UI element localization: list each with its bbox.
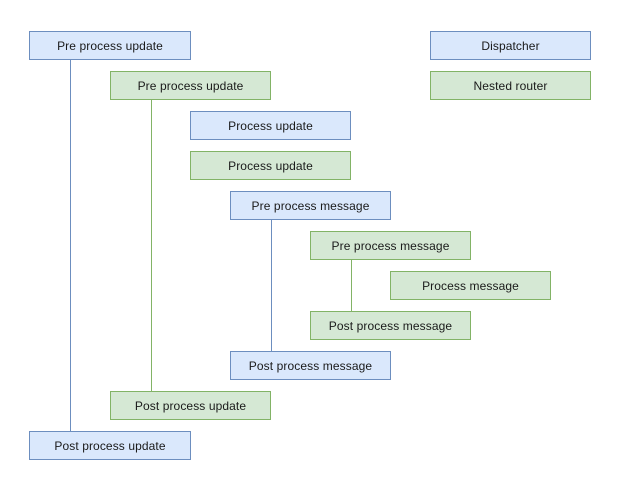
node-label: Process update [228,118,313,133]
node-label: Pre process update [57,38,163,53]
node-label: Pre process message [331,238,450,253]
node-n8[interactable]: Post process message [310,311,471,340]
connector-n2-to-n10 [151,100,152,391]
node-label: Post process update [54,438,166,453]
node-n2[interactable]: Pre process update [110,71,271,100]
connector-n6-to-n8 [351,260,352,311]
node-n7[interactable]: Process message [390,271,551,300]
node-label: Process message [422,278,519,293]
legend-item-nested-router[interactable]: Nested router [430,71,591,100]
connector-n5-to-n9 [271,220,272,351]
node-n5[interactable]: Pre process message [230,191,391,220]
node-n9[interactable]: Post process message [230,351,391,380]
node-label: Process update [228,158,313,173]
node-n1[interactable]: Pre process update [29,31,191,60]
node-n6[interactable]: Pre process message [310,231,471,260]
node-label: Post process message [328,318,453,333]
legend-item-dispatcher[interactable]: Dispatcher [430,31,591,60]
legend-label: Dispatcher [481,38,540,53]
connector-n1-to-n11 [70,60,71,431]
node-n4[interactable]: Process update [190,151,351,180]
node-n10[interactable]: Post process update [110,391,271,420]
node-label: Pre process message [251,198,370,213]
node-n11[interactable]: Post process update [29,431,191,460]
node-n3[interactable]: Process update [190,111,351,140]
node-label: Post process message [248,358,373,373]
node-label: Pre process update [137,78,244,93]
legend-label: Nested router [473,78,548,93]
node-label: Post process update [134,398,247,413]
